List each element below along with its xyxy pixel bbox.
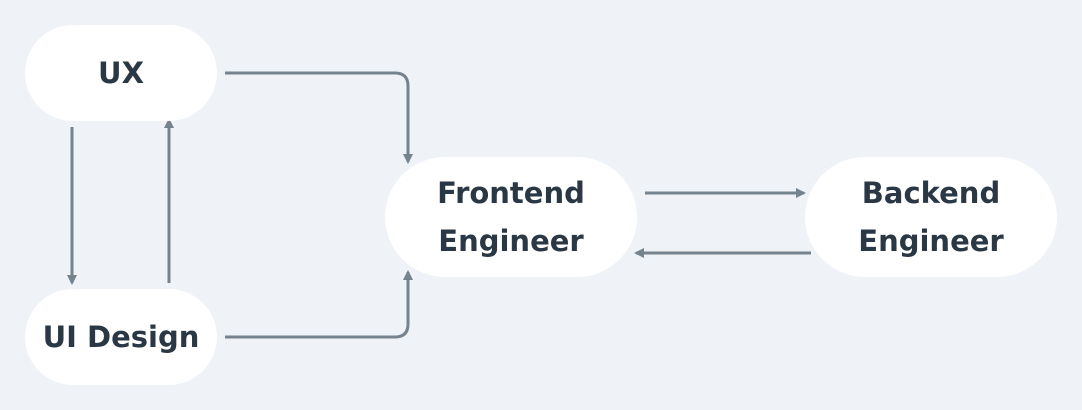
- edge-ux-to-frontend: [225, 71, 413, 164]
- edge-ui-design-to-frontend: [225, 270, 413, 339]
- node-frontend-engineer: Frontend Engineer: [385, 157, 637, 277]
- node-backend-engineer: Backend Engineer: [805, 157, 1057, 277]
- node-ui-design-label: UI Design: [42, 320, 200, 354]
- node-frontend-engineer-label-line-2: Engineer: [438, 224, 584, 258]
- node-backend-engineer-label-line-2: Engineer: [858, 224, 1004, 258]
- node-ux: UX: [25, 25, 217, 121]
- node-ux-label: UX: [98, 56, 144, 90]
- node-ui-design: UI Design: [25, 289, 217, 385]
- node-frontend-engineer-label-line-1: Frontend: [437, 176, 585, 210]
- node-backend-engineer-label-line-1: Backend: [861, 176, 1001, 210]
